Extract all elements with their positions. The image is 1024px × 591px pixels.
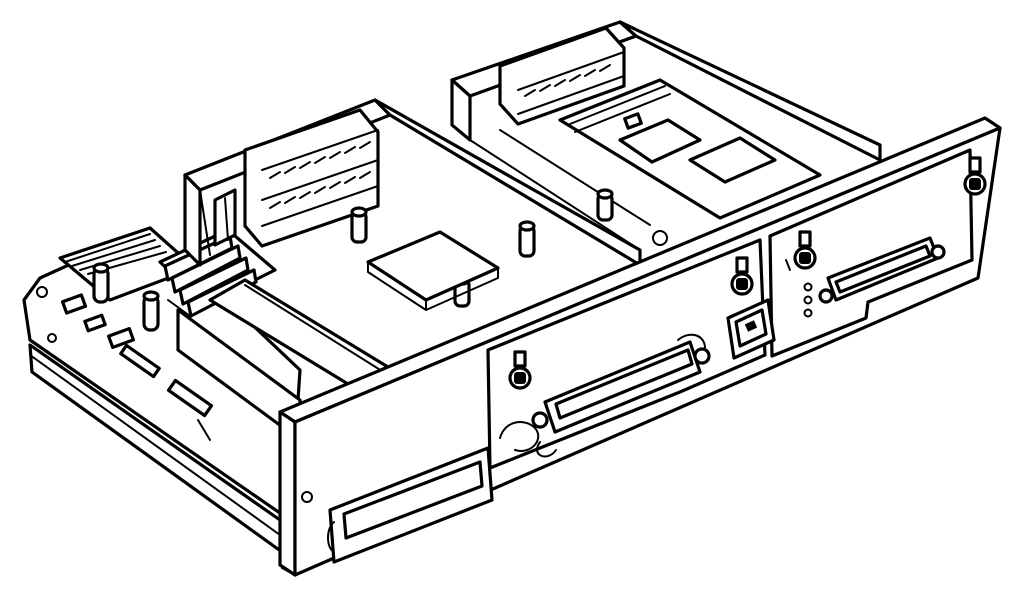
standoff [596,188,614,222]
d-sub-connector-icon [818,236,946,304]
thumbscrew-icon [963,156,987,196]
card-slot-connector [243,108,380,248]
cable-clamp [499,333,706,452]
processor-chip [366,230,500,311]
thumbscrew-icon [730,256,754,296]
middle-card-bracket [486,238,776,470]
led-indicator-icon [803,282,813,318]
left-circuit-board [58,226,214,441]
scsi-connector [327,446,494,564]
capacitor [142,290,160,332]
memory-chip [618,118,702,164]
right-card-cage [450,20,882,251]
memory-module [558,78,822,220]
card-slot-connector [498,26,626,126]
thumbscrew-icon [793,230,817,270]
memory-chip [688,136,777,184]
standoff [518,220,536,258]
standoff [350,206,368,244]
centronics-connector-icon [531,340,711,434]
right-card-bracket [768,148,987,358]
rj45-jack-icon [726,298,776,360]
base-plate [22,226,302,554]
capacitor [92,262,110,304]
thumbscrew-icon [508,350,532,390]
left-card-cage [176,98,536,442]
